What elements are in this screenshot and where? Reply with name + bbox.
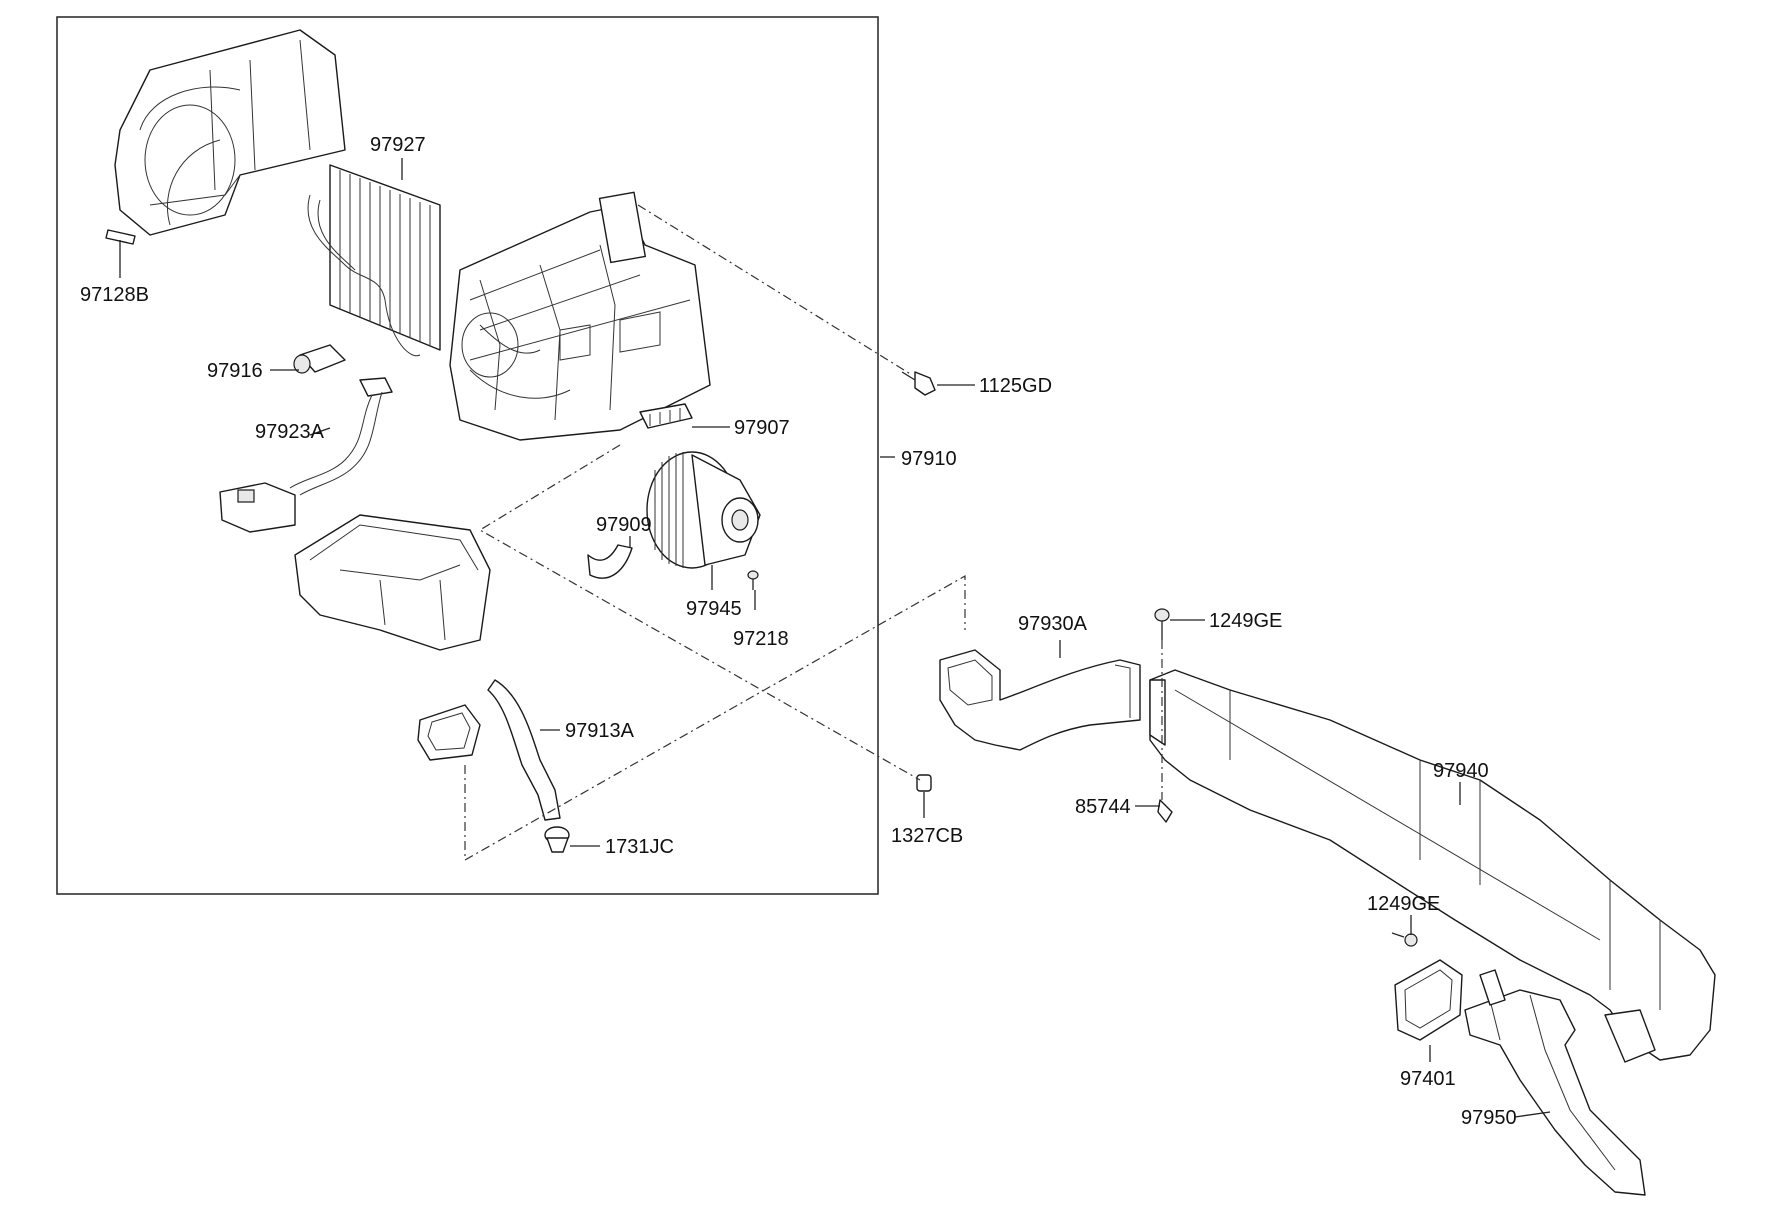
leader-lines [119,158,1551,1118]
evaporator-core-part [307,164,441,357]
label-97910: 97910 [901,448,957,470]
assembly-frame [56,16,879,895]
hose-97913a-part [487,679,561,821]
label-1731jc: 1731JC [605,836,674,858]
label-97945: 97945 [686,598,742,620]
label-97950: 97950 [1461,1107,1517,1129]
label-97401: 97401 [1400,1068,1456,1090]
screw-1249ge-top-part [1154,608,1170,640]
pipe-assembly-part [219,377,393,533]
duct-97950-part [1464,969,1646,1196]
label-97940: 97940 [1433,760,1489,782]
label-97930a: 97930A [1018,613,1088,635]
drain-hose-part [587,544,633,579]
clip-85744-part [1157,799,1173,823]
clip-97128b-part [105,229,136,245]
blower-motor-part [646,451,761,569]
label-97218: 97218 [733,628,789,650]
label-85744: 85744 [1075,796,1131,818]
label-97923a: 97923A [255,421,325,443]
gasket-part [417,704,481,761]
label-1125gd: 1125GD [979,375,1052,397]
bracket-97401-part [1394,959,1463,1041]
label-97907: 97907 [734,417,790,439]
rear-duct-97940-part [1149,669,1716,1063]
label-1249ge-top: 1249GE [1209,610,1282,632]
label-97909: 97909 [596,514,652,536]
blower-resistor-part [639,403,693,429]
grommet-1731jc-part [544,826,570,853]
assembly-lines [464,204,1163,862]
label-97913a: 97913A [565,720,635,742]
lower-case-part [294,514,491,651]
blower-housing-part [449,191,711,441]
screw-97218-part [747,570,759,590]
expansion-valve-part [293,344,346,374]
label-97916: 97916 [207,360,263,382]
upper-case-part [114,29,346,236]
label-1327cb: 1327CB [891,825,963,847]
screw-1249ge-lower-part [1391,932,1418,947]
label-1249ge-lower: 1249GE [1367,893,1440,915]
label-97927: 97927 [370,134,426,156]
bolt-1125gd-part [901,371,936,396]
label-97128b: 97128B [80,284,149,306]
duct-97930a-part [939,649,1141,751]
nut-1327cb-part [916,774,932,792]
